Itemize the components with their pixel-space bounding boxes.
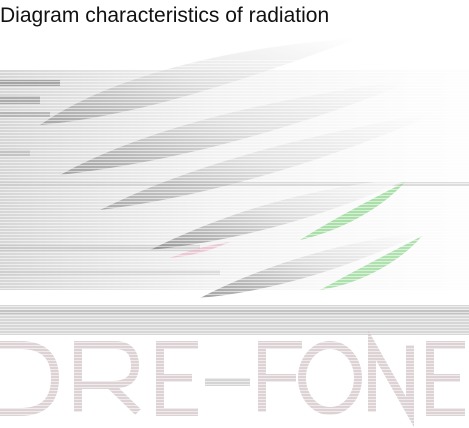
page-title: Diagram characteristics of radiation <box>0 4 330 27</box>
